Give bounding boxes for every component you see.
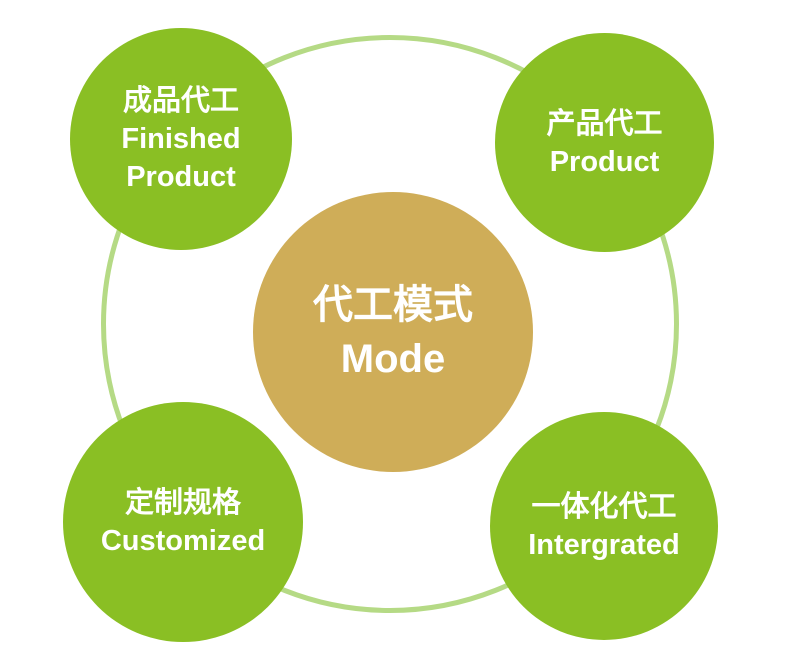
center-title-en: Mode: [340, 337, 446, 381]
node-label-zh: 成品代工: [122, 85, 239, 117]
center-mode-circle: 代工模式 Mode: [253, 192, 533, 472]
node-label-en: Finished: [121, 123, 241, 155]
center-title-zh: 代工模式: [313, 283, 473, 327]
node-circle-customized: 定制规格 Customized: [63, 402, 303, 642]
node-label-en: Intergrated: [528, 529, 680, 561]
node-circle-product: 产品代工 Product: [495, 33, 714, 252]
node-label-zh: 产品代工: [546, 107, 663, 140]
node-label-en-2: Product: [126, 161, 236, 193]
node-label-zh: 一体化代工: [531, 491, 677, 523]
node-circle-integrated: 一体化代工 Intergrated: [490, 412, 718, 640]
node-circle-finished-product: 成品代工 Finished Product: [70, 28, 292, 250]
node-label-en: Customized: [100, 525, 266, 557]
node-label-zh: 定制规格: [124, 487, 241, 519]
node-label-en: Product: [549, 145, 660, 178]
outer-ring-circle: [101, 35, 679, 613]
